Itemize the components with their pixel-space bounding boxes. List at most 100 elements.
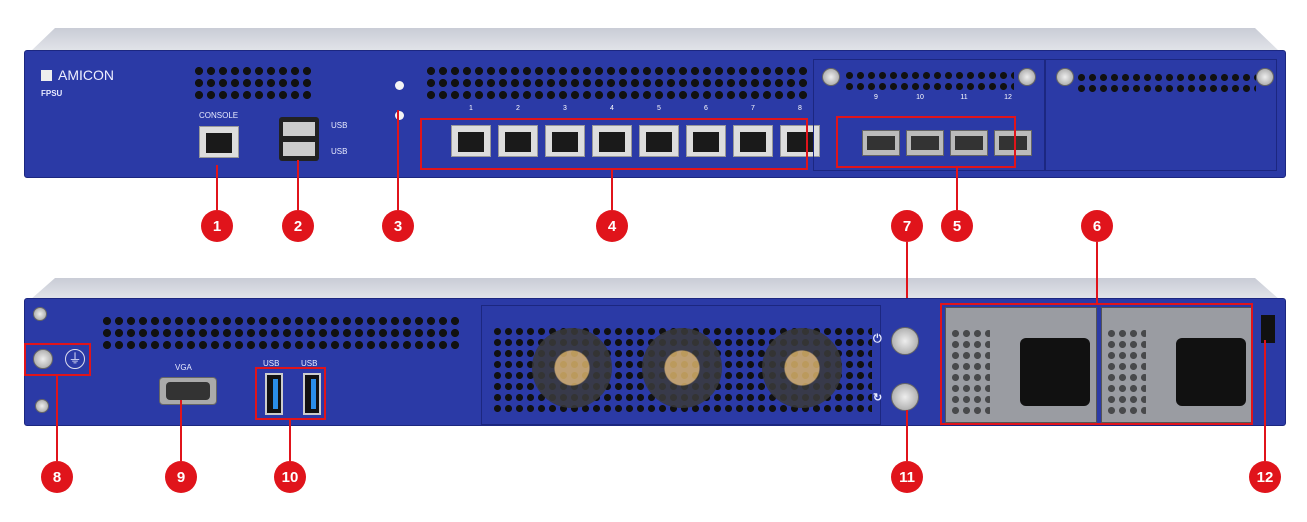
empty-module-bay — [1045, 59, 1277, 171]
status-led-power — [395, 81, 404, 90]
rj45-port[interactable] — [545, 125, 585, 157]
usb-port[interactable] — [283, 142, 315, 156]
callout-line — [289, 420, 291, 461]
screw-icon — [1056, 68, 1074, 86]
callout-line — [216, 165, 218, 210]
brand-logo: AMICON — [41, 67, 114, 83]
vga-pins — [166, 382, 210, 400]
screw-icon — [33, 307, 47, 321]
usb-label: USB — [331, 147, 348, 156]
usb3-port[interactable] — [303, 373, 321, 415]
rj45-port-number: 1 — [469, 105, 473, 112]
callout-11: 11 — [891, 461, 923, 493]
callout-2: 2 — [282, 210, 314, 242]
callout-12: 12 — [1249, 461, 1281, 493]
rj45-port[interactable] — [498, 125, 538, 157]
power-inlet[interactable] — [1020, 338, 1090, 406]
screw-icon — [35, 399, 49, 413]
fan — [762, 328, 842, 408]
callout-7: 7 — [891, 210, 923, 242]
sfp-port[interactable] — [862, 130, 900, 156]
power-button[interactable] — [891, 327, 919, 355]
rear-chassis-top — [30, 278, 1280, 300]
screw-icon — [1256, 68, 1274, 86]
screw-icon — [822, 68, 840, 86]
callout-line — [906, 410, 908, 461]
sfp-port-number: 12 — [1004, 94, 1012, 101]
rj45-port[interactable] — [733, 125, 773, 157]
callout-line — [397, 110, 399, 210]
usb-port[interactable] — [283, 122, 315, 136]
rj45-port-number: 4 — [610, 105, 614, 112]
rj45-port-number: 5 — [657, 105, 661, 112]
psu-vent — [950, 328, 990, 418]
console-port[interactable] — [199, 126, 239, 158]
power-symbol-icon: ⏻ — [873, 333, 882, 345]
sfp-port-number: 11 — [960, 94, 968, 101]
sfp-port[interactable] — [906, 130, 944, 156]
ground-symbol-icon: ⏚ — [65, 349, 85, 369]
highlight-usb3 — [255, 367, 326, 420]
usb-stack-front[interactable] — [279, 117, 319, 161]
callout-9: 9 — [165, 461, 197, 493]
highlight-rj45 — [420, 118, 808, 170]
usb-label: USB — [301, 359, 318, 368]
rj45-port-number: 3 — [563, 105, 567, 112]
fan — [532, 328, 612, 408]
callout-10: 10 — [274, 461, 306, 493]
fan — [642, 328, 722, 408]
brand-name: AMICON — [58, 67, 114, 83]
rear-panel: ⏚ VGA USB USB ⏻ ↻ — [24, 298, 1286, 426]
sfp-port-number: 9 — [874, 94, 878, 101]
callout-line — [1096, 242, 1098, 303]
console-label: CONSOLE — [199, 111, 239, 120]
callout-line — [1264, 340, 1266, 461]
rj45-port[interactable] — [592, 125, 632, 157]
vga-label: VGA — [175, 363, 192, 372]
rj45-port[interactable] — [451, 125, 491, 157]
front-vent-main — [425, 65, 809, 103]
callout-line — [906, 242, 908, 298]
front-vent-left — [193, 65, 313, 103]
rear-vent — [101, 315, 461, 353]
usb3-port[interactable] — [265, 373, 283, 415]
sfp-port[interactable] — [994, 130, 1032, 156]
callout-4: 4 — [596, 210, 628, 242]
sfp-vent — [844, 70, 1014, 92]
power-inlet[interactable] — [1176, 338, 1246, 406]
callout-3: 3 — [382, 210, 414, 242]
highlight-sfp — [836, 116, 1016, 168]
rj45-port-group: 1 2 3 4 5 6 7 8 — [421, 103, 820, 169]
sfp-port[interactable] — [950, 130, 988, 156]
rj45-port-number: 8 — [798, 105, 802, 112]
power-supply-1 — [945, 307, 1097, 423]
psu-vent — [1106, 328, 1146, 418]
rj45-port-number: 7 — [751, 105, 755, 112]
callout-6: 6 — [1081, 210, 1113, 242]
callout-8: 8 — [41, 461, 73, 493]
ground-screw[interactable] — [33, 349, 53, 369]
callout-line — [956, 168, 958, 210]
bay-vent — [1076, 72, 1256, 94]
usb-label: USB — [331, 121, 348, 130]
fan-tray — [481, 305, 881, 425]
front-chassis-top — [30, 28, 1280, 52]
vga-port[interactable] — [159, 377, 217, 405]
callout-line — [611, 170, 613, 210]
rj45-port[interactable] — [686, 125, 726, 157]
usb-label: USB — [263, 359, 280, 368]
rj45-port-number: 6 — [704, 105, 708, 112]
callout-5: 5 — [941, 210, 973, 242]
screw-icon — [1018, 68, 1036, 86]
rj45-port[interactable] — [639, 125, 679, 157]
power-supply-2 — [1101, 307, 1253, 423]
rj45-port-number: 2 — [516, 105, 520, 112]
callout-1: 1 — [201, 210, 233, 242]
logo-square-icon — [41, 69, 52, 81]
reset-button[interactable] — [891, 383, 919, 411]
highlight-ground — [24, 343, 91, 376]
power-switch[interactable] — [1261, 315, 1275, 343]
